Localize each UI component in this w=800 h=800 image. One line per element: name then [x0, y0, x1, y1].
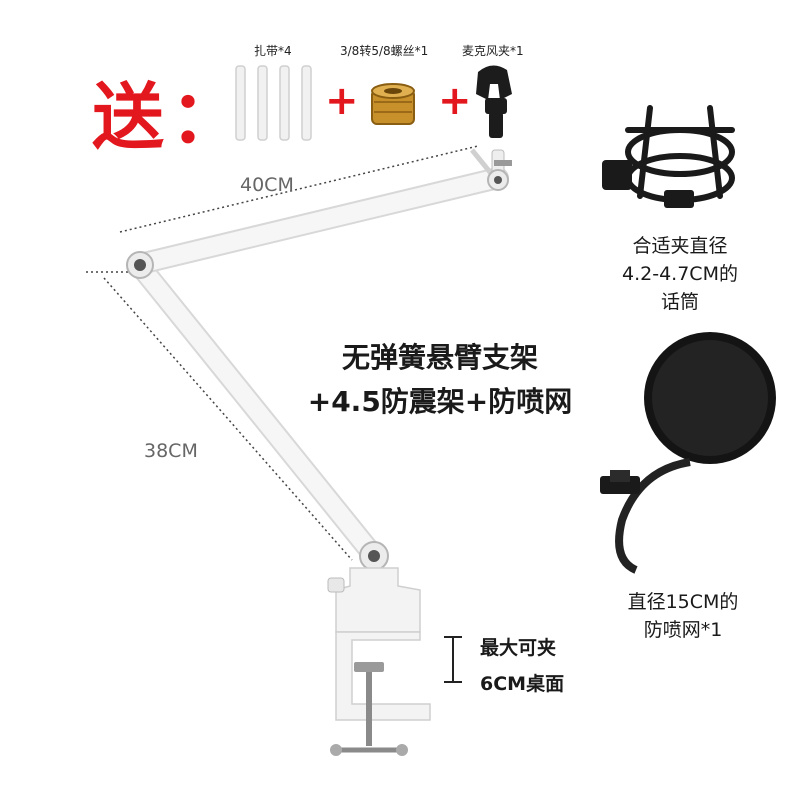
shock-mount-caption-line2: 4.2-4.7CM的: [622, 263, 738, 285]
upper-arm-length: 40CM: [240, 174, 294, 196]
lower-arm-length: 38CM: [144, 440, 198, 462]
screw-adapter-icon: [371, 83, 415, 125]
mic-clip-icon: [476, 65, 512, 138]
accessory-label-screw-adapter: 3/8转5/8螺丝*1: [340, 44, 429, 58]
clamp-caption-line2: 6CM桌面: [480, 673, 565, 695]
product-title-line1: 无弹簧悬臂支架: [341, 341, 538, 374]
clamp-capacity-caption: 最大可夹 6CM桌面: [480, 630, 564, 702]
accessory-label-mic-clip: 麦克风夹*1: [462, 44, 524, 58]
shock-mount-icon: [602, 105, 735, 208]
shock-mount-caption-line3: 话筒: [660, 291, 699, 313]
gift-label: 送：: [92, 75, 249, 159]
product-title: 无弹簧悬臂支架 +4.5防震架+防喷网: [290, 336, 590, 424]
pop-filter-icon: [600, 332, 776, 574]
plus-sign: +: [438, 78, 472, 124]
boom-arm: [126, 148, 512, 756]
accessory-label-cable-ties: 扎带*4: [254, 44, 292, 58]
pop-filter-caption-line2: 防喷网*1: [643, 619, 723, 641]
cable-tie-icon: [235, 65, 312, 141]
pop-filter-caption: 直径15CM的 防喷网*1: [598, 588, 768, 644]
plus-sign: +: [325, 78, 359, 124]
pop-filter-caption-line1: 直径15CM的: [627, 591, 739, 613]
product-title-line2: +4.5防震架+防喷网: [307, 385, 573, 418]
shock-mount-caption: 合适夹直径 4.2-4.7CM的 话筒: [595, 232, 765, 316]
desk-thickness-bracket: [444, 636, 462, 683]
shock-mount-caption-line1: 合适夹直径: [632, 235, 728, 257]
dimension-guides: [86, 145, 479, 561]
clamp-caption-line1: 最大可夹: [480, 637, 557, 659]
